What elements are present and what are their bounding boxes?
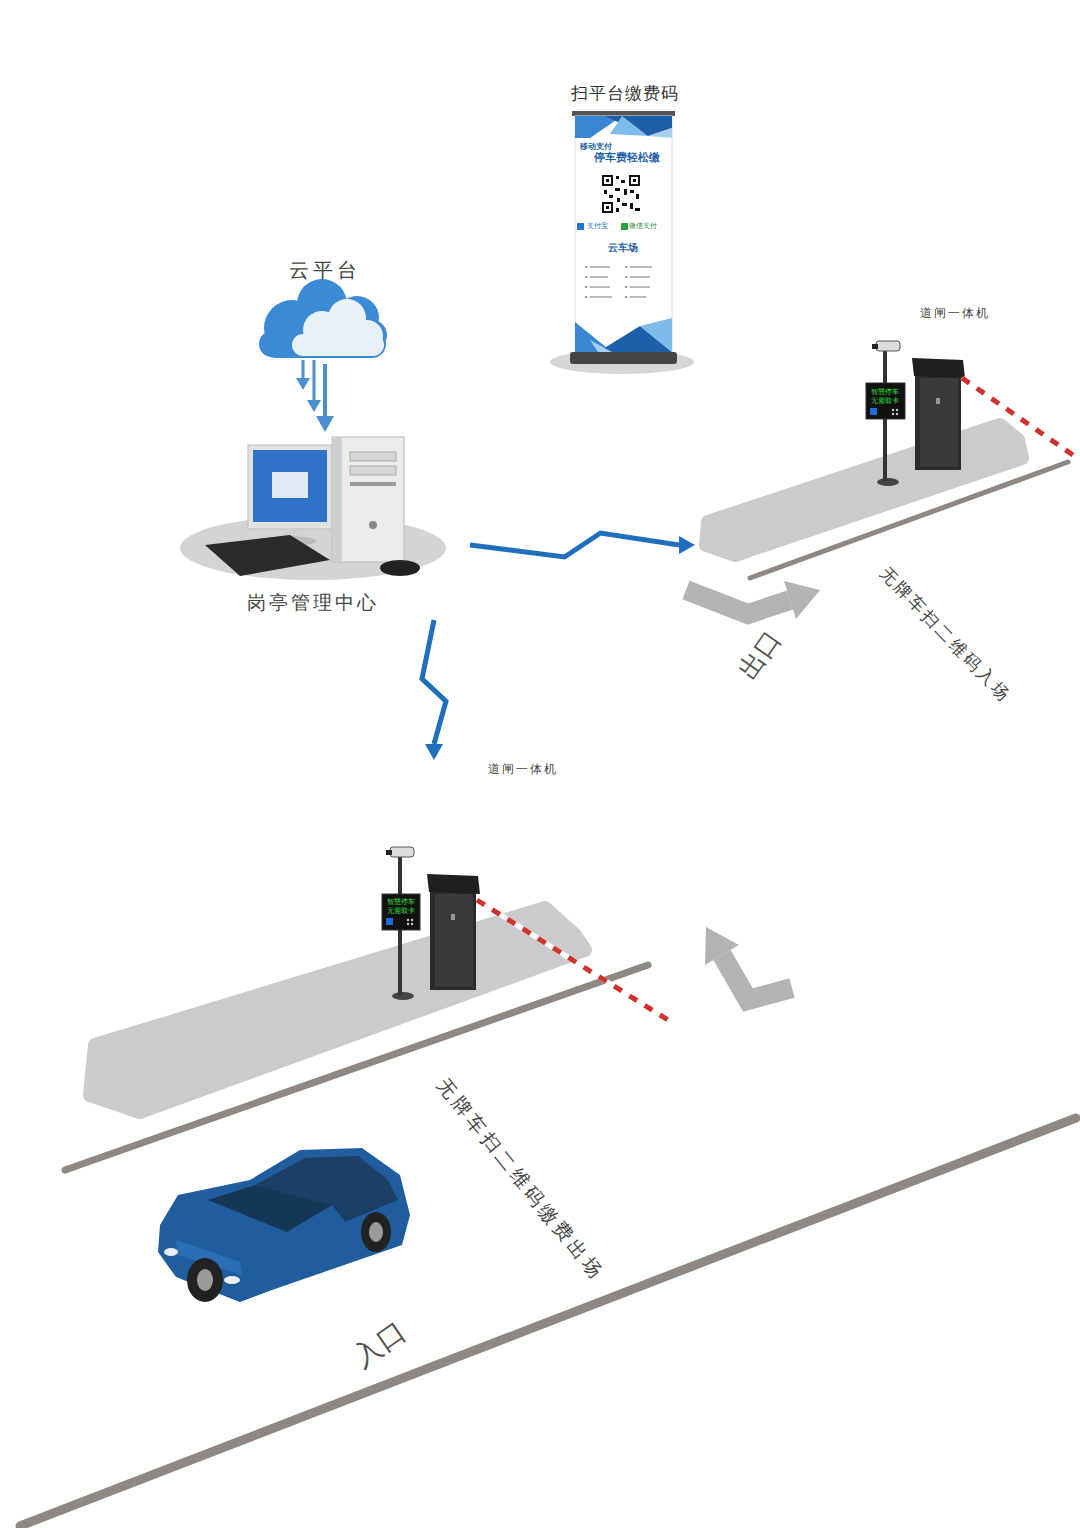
turn-arrow <box>686 590 790 614</box>
node-text: 支付宝 <box>587 222 608 230</box>
node-text: 道闸一体机 <box>920 307 990 321</box>
led-text: 无需取卡 <box>387 907 415 915</box>
node-text: 移动支付 <box>580 142 612 151</box>
connector <box>422 620 446 760</box>
led-text: 无需取卡 <box>871 397 899 405</box>
led-text: 智慧停车 <box>387 898 415 906</box>
lane-note: 无牌车扫二维码入场 <box>875 563 1014 706</box>
arrow-head <box>425 744 443 760</box>
connector-line <box>470 533 679 557</box>
arrow-head <box>316 416 334 432</box>
connector-line <box>323 364 327 416</box>
node-text: 扫平台缴费码 <box>571 84 679 104</box>
lane-label: 入口 <box>348 1316 412 1374</box>
node-text: 云车场 <box>608 242 638 254</box>
connector <box>316 364 334 432</box>
lane-island <box>706 425 1022 555</box>
barrier-gate <box>382 847 668 1020</box>
qr-banner-node: 扫平台缴费码移动支付停车费轻松缴支付宝 微信支付云车场 <box>552 76 698 374</box>
node-text: 道闸一体机 <box>488 763 558 777</box>
connector <box>470 533 695 557</box>
node-text: 停车费轻松缴 <box>594 152 660 165</box>
lane-island <box>90 908 585 1112</box>
connector-line <box>422 620 446 744</box>
qr-banner <box>550 111 694 374</box>
road-line <box>20 1118 1076 1526</box>
arrow-head <box>679 536 695 554</box>
node-text: 云平台 <box>289 259 361 282</box>
turn-arrow-head <box>705 927 739 965</box>
booth-node: 岗亭管理中心 <box>178 432 470 620</box>
lane-note: 无牌车扫二维码缴费出场 <box>432 1075 608 1285</box>
gate-node: 道闸一体机 <box>398 760 650 1000</box>
lane-label: 出口 <box>733 625 787 685</box>
cloud-node: 云平台 <box>250 256 400 364</box>
gate-node: 道闸一体机 <box>695 302 1030 560</box>
turn-arrow <box>722 955 792 1000</box>
led-text: 智慧停车 <box>871 388 899 396</box>
car <box>158 1148 410 1302</box>
turn-arrow-head <box>784 581 820 619</box>
barrier-gate <box>866 341 1080 486</box>
computer-icon <box>180 437 446 580</box>
node-text: 岗亭管理中心 <box>247 592 379 614</box>
node-text: 微信支付 <box>629 222 657 230</box>
